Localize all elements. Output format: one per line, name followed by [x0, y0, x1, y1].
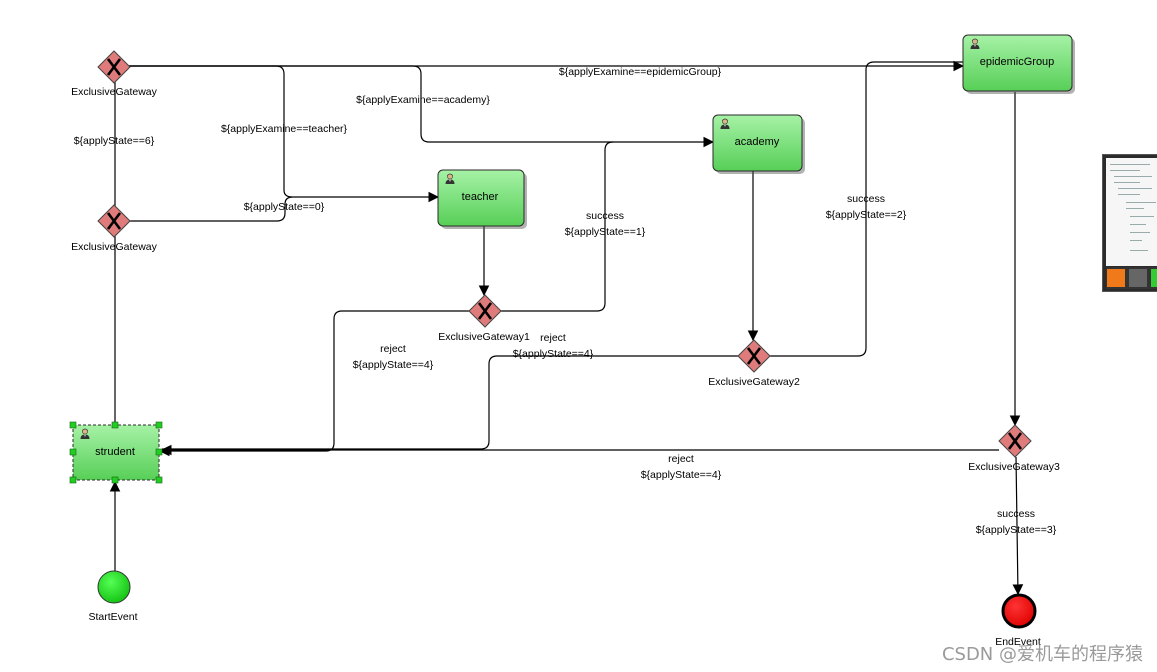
flow-gateway1-to-academy[interactable]: [500, 141, 614, 312]
label-gw3-success-cond: ${applyState==3}: [976, 524, 1057, 536]
resize-handle-sw[interactable]: [69, 476, 77, 484]
gateway-2[interactable]: ExclusiveGateway2: [708, 339, 800, 388]
label-gw3-reject-cond: ${applyState==4}: [641, 469, 722, 481]
gateway-top[interactable]: ExclusiveGateway: [71, 50, 158, 98]
label-state6: ${applyState==6}: [74, 135, 155, 147]
task-label-epidemic-group: epidemicGroup: [980, 56, 1055, 68]
end-event-label: EndEvent: [995, 636, 1041, 648]
flow-gateway2-to-student[interactable]: [162, 355, 738, 450]
label-gw2-success-cond: ${applyState==2}: [826, 209, 907, 221]
label-gw2-reject-cond: ${applyState==4}: [513, 348, 594, 360]
gateway-label-3: ExclusiveGateway3: [968, 461, 1060, 473]
label-gw3-success: success: [997, 508, 1035, 520]
x-marker-icon: [106, 212, 122, 230]
task-teacher[interactable]: teacher: [437, 169, 527, 229]
task-epidemic-group[interactable]: epidemicGroup: [962, 34, 1075, 94]
image-icon[interactable]: [1129, 269, 1147, 287]
x-marker-icon: [746, 347, 762, 365]
person-icon[interactable]: [1107, 269, 1125, 287]
task-label-teacher: teacher: [462, 191, 499, 203]
outline-thumbnail[interactable]: [1102, 154, 1157, 292]
label-gw1-success-cond: ${applyState==1}: [565, 226, 646, 238]
gateway-mid[interactable]: ExclusiveGateway: [71, 204, 158, 253]
end-event[interactable]: EndEvent: [995, 593, 1041, 648]
resize-handle-nw[interactable]: [69, 421, 77, 429]
flow-labels: ${applyExamine==epidemicGroup} ${applyEx…: [74, 66, 1057, 536]
start-event-label: StartEvent: [88, 611, 137, 623]
label-examine-epidemic: ${applyExamine==epidemicGroup}: [559, 66, 722, 78]
flow-gateway1-to-student[interactable]: [158, 310, 469, 457]
resize-handle-e[interactable]: [155, 448, 163, 456]
x-marker-icon: [106, 58, 122, 76]
gateway-3[interactable]: ExclusiveGateway3: [968, 424, 1060, 473]
status-icon[interactable]: [1151, 269, 1157, 287]
resize-handle-n[interactable]: [111, 421, 119, 429]
x-marker-icon: [1007, 432, 1023, 450]
flow-gateway3-to-end[interactable]: [1012, 456, 1024, 596]
x-marker-icon: [477, 302, 493, 320]
start-event[interactable]: StartEvent: [88, 570, 138, 623]
resize-handle-ne[interactable]: [155, 421, 163, 429]
label-examine-academy: ${applyExamine==academy}: [356, 94, 490, 106]
gateway-1[interactable]: ExclusiveGateway1: [438, 294, 530, 343]
gateway-label-1: ExclusiveGateway1: [438, 331, 530, 343]
resize-handle-w[interactable]: [69, 448, 77, 456]
label-state0: ${applyState==0}: [244, 201, 325, 213]
task-student[interactable]: strudent: [69, 421, 163, 484]
gateway-label-mid: ExclusiveGateway: [71, 241, 158, 253]
outline-preview: [1106, 158, 1157, 266]
label-gw1-success: success: [586, 210, 624, 222]
resize-handle-se[interactable]: [155, 476, 163, 484]
label-gw3-reject: reject: [668, 453, 694, 465]
task-label-academy: academy: [735, 136, 780, 148]
task-label-student: strudent: [95, 446, 135, 458]
label-gw1-reject: reject: [380, 343, 406, 355]
label-gw1-reject-cond: ${applyState==4}: [353, 359, 434, 371]
resize-handle-s[interactable]: [111, 476, 119, 484]
gateway-label-2: ExclusiveGateway2: [708, 376, 800, 388]
label-gw2-success: success: [847, 193, 885, 205]
label-gw2-reject: reject: [540, 332, 566, 344]
watermark: CSDN @爱机车的程序猿: [941, 644, 1143, 665]
label-examine-teacher: ${applyExamine==teacher}: [221, 123, 348, 135]
sequence-flows: [109, 60, 1024, 596]
gateway-label-top: ExclusiveGateway: [71, 86, 158, 98]
flow-gateway2-to-epidemic[interactable]: [769, 61, 963, 357]
task-academy[interactable]: academy: [712, 114, 805, 174]
selection-handles[interactable]: [69, 421, 163, 484]
